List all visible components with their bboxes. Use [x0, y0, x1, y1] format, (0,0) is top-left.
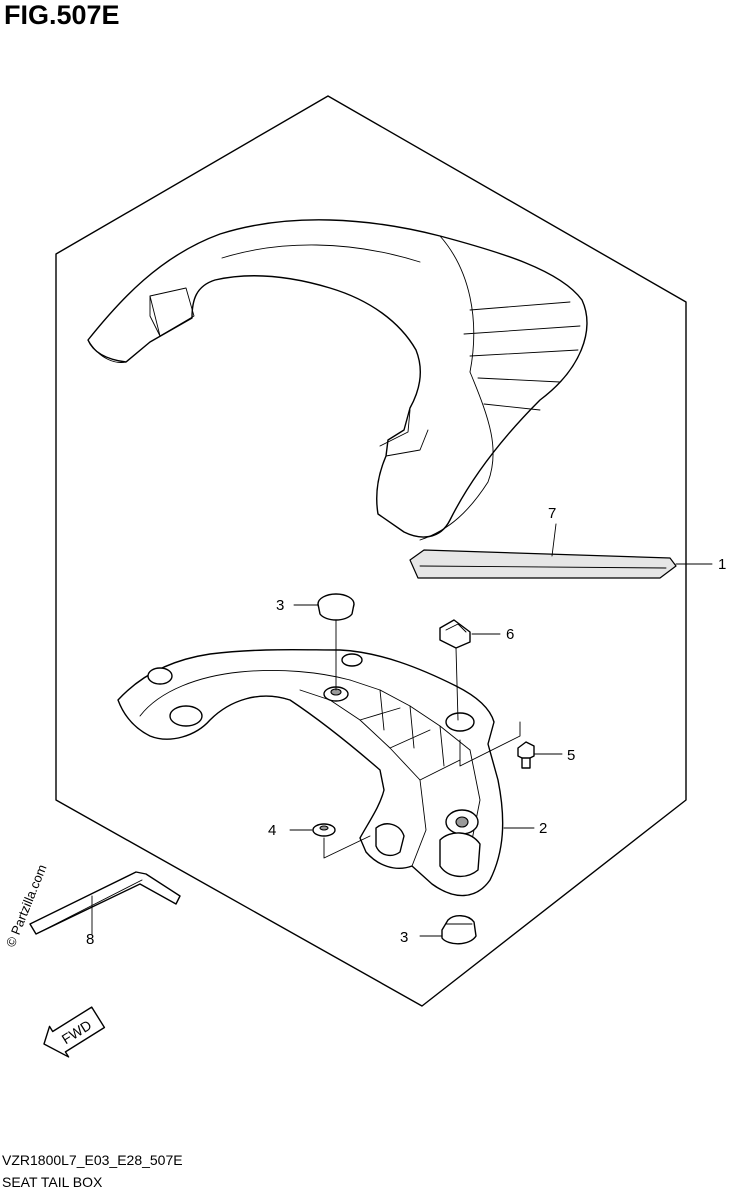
reflector-strip[interactable] — [409, 549, 677, 579]
fwd-arrow: FWD — [43, 1006, 106, 1058]
assembly-outline — [55, 95, 687, 1007]
callout-3-bottom: 3 — [400, 929, 408, 946]
callout-3-top: 3 — [276, 597, 284, 614]
leader-lines — [91, 523, 713, 937]
bolt[interactable] — [517, 741, 535, 769]
callout-2: 2 — [539, 820, 547, 837]
callout-4: 4 — [268, 822, 276, 839]
hex-wrench[interactable] — [29, 871, 181, 935]
callout-1: 1 — [718, 556, 726, 573]
figure-name: SEAT TAIL BOX — [2, 1174, 103, 1190]
copyright-text: © Partzilla.com — [3, 862, 50, 949]
figure-code: VZR1800L7_E03_E28_507E — [2, 1152, 183, 1168]
grommet-bottom[interactable] — [441, 915, 477, 945]
callout-6: 6 — [506, 626, 514, 643]
figure-title: FIG.507E — [4, 0, 120, 30]
callout-8: 8 — [86, 931, 94, 948]
clip-nut[interactable] — [439, 619, 471, 649]
washer[interactable] — [312, 823, 336, 837]
callout-5: 5 — [567, 747, 575, 764]
seat-tail-cover[interactable] — [87, 219, 588, 541]
bracket-frame[interactable] — [117, 648, 504, 897]
grommet-top[interactable] — [317, 593, 355, 621]
callout-7: 7 — [548, 505, 556, 522]
